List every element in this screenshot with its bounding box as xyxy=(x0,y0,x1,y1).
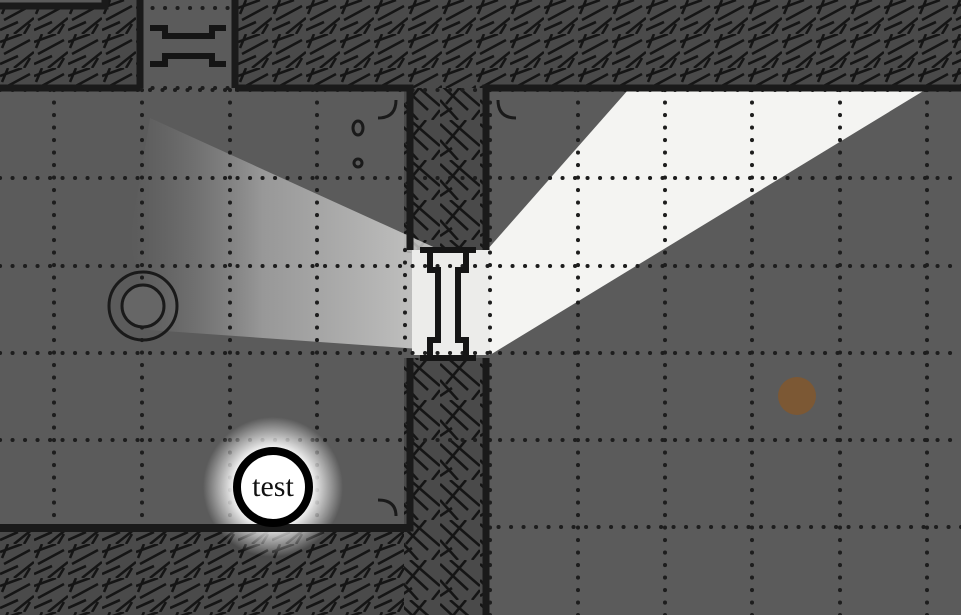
token-test[interactable]: test xyxy=(233,447,313,527)
door-horizontal[interactable] xyxy=(150,25,226,67)
door-vertical[interactable] xyxy=(420,247,476,361)
small-ring-icons xyxy=(351,119,365,169)
token-label: test xyxy=(252,470,294,503)
orange-marker[interactable] xyxy=(778,377,816,415)
well-icon xyxy=(107,270,179,342)
